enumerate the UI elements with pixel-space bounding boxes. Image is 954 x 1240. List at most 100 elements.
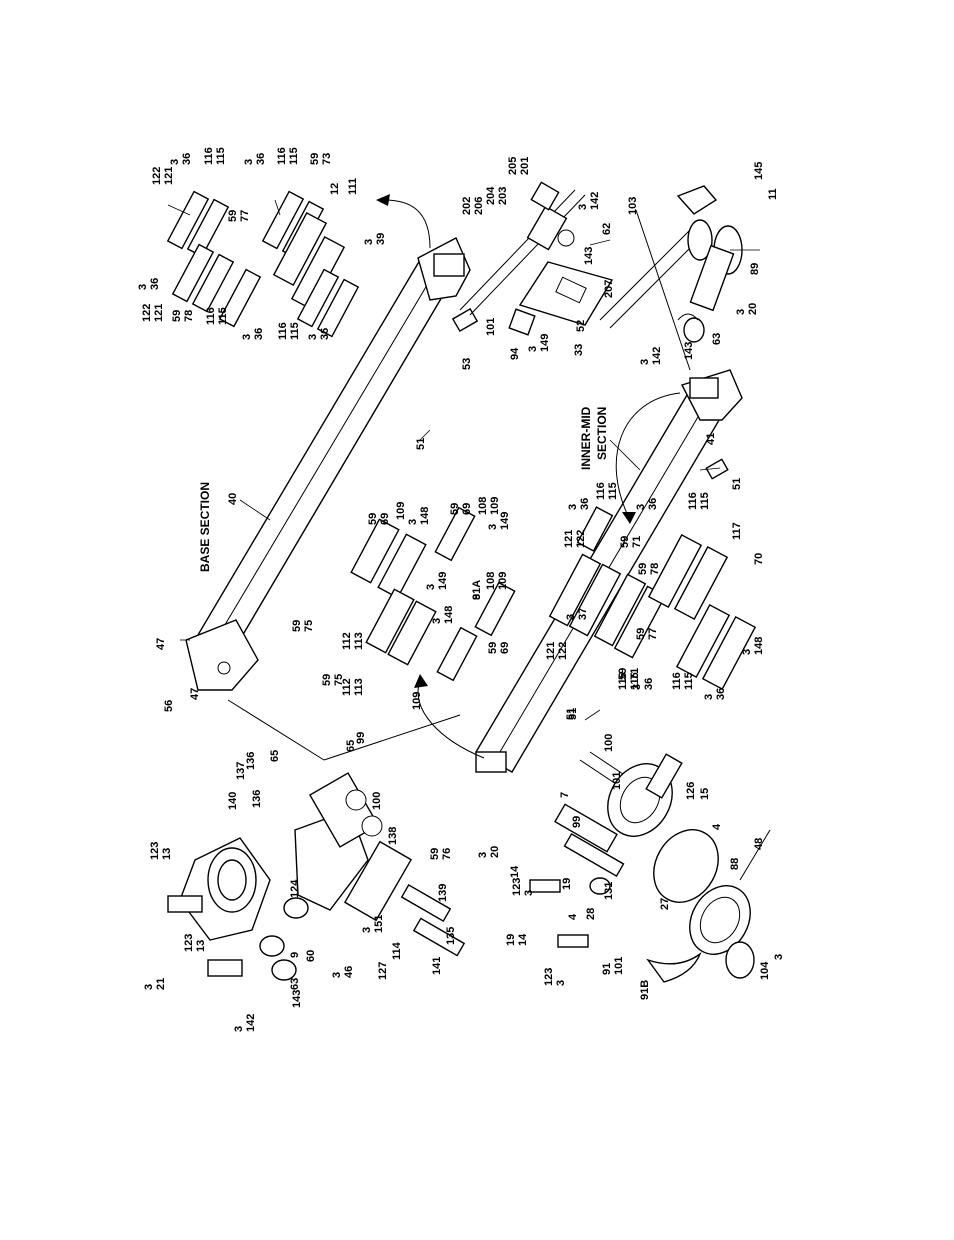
callout-number: 103 [627,197,639,215]
callout-number: 36 [647,498,659,510]
callout-number: 15 [699,788,711,800]
callout-number: 142 [589,192,601,210]
callout-number: 3 [735,309,747,315]
callout-number: 3 [477,852,489,858]
callout-number: 77 [647,628,659,640]
callout-number: 59 [321,674,333,686]
callout-number: 46 [343,966,355,978]
callout-number: 3 [243,159,255,165]
callout-number: 116 [277,322,289,340]
callout-number: 3 [137,284,149,290]
callout-number: 56 [163,700,175,712]
callout-number: 151 [373,915,385,933]
callout-number: 75 [303,620,315,632]
callout-number: 75 [333,674,345,686]
callout-number: 78 [649,563,661,575]
callout-number: 121 [563,530,575,548]
callout-number: 4 [567,913,579,920]
callout-number: 11 [767,188,779,200]
callout-number: 7 [559,792,571,798]
callout-number: 48 [753,838,765,850]
callout-number: 113 [353,678,365,696]
callout-number: 148 [419,507,431,525]
callout-number: 13 [195,940,207,952]
callout-number: 36 [255,153,267,165]
callout-number: 142 [245,1014,257,1032]
base-section-boom [185,237,479,691]
callout-number: 13 [161,848,173,860]
callout-number: 71 [629,668,641,680]
callout-number: 59 [487,642,499,654]
callout-number: 19 [505,934,517,946]
callout-number: 149 [437,572,449,590]
callout-number: 8 [471,594,483,600]
callout-number: 109 [395,502,407,520]
callout-number: 20 [747,303,759,315]
callout-number: 94 [509,347,521,360]
callout-number: 114 [391,941,403,960]
inner-mid-section-label-line1: INNER-MID [579,406,593,470]
callout-number: 21 [155,978,167,990]
callout-number: 202 [461,197,473,215]
callout-number: 3 [741,649,753,655]
callout-number: 3 [361,927,373,933]
callout-number: 101 [485,318,497,336]
callout-number: 145 [753,162,765,180]
inner-mid-section-label-line2: SECTION [595,407,609,460]
callout-number: 124 [289,879,301,898]
callout-number: 115 [629,672,641,690]
callout-number: 3 [567,504,579,510]
callout-number: 51 [565,708,577,720]
lower-left-assembly [167,699,466,981]
callout-number: 112 [341,632,353,650]
callout-number: 111 [347,178,359,195]
callout-number: 36 [149,278,161,290]
callout-number: 69 [499,642,511,654]
wear-pads-upper [166,190,360,338]
callout-number: 69 [379,513,391,525]
callout-number: 113 [353,632,365,650]
callout-number: 3 [639,359,651,365]
callout-number: 109 [411,692,423,710]
callout-number: 101 [611,772,623,790]
callout-number: 47 [189,688,201,700]
callout-number: 115 [699,492,711,510]
callout-number: 3 [635,504,647,510]
sheave-assembly-right [635,185,743,371]
callout-number: 59 [619,536,631,548]
callout-number: 91B [639,980,651,1000]
callout-number: 122 [141,304,153,322]
callout-number: 52 [575,320,587,332]
callout-number: 138 [387,827,399,845]
callout-number: 65 [345,740,357,752]
callout-number: 117 [731,522,743,540]
callout-number: 205 [507,157,519,175]
callout-number: 100 [371,792,383,810]
callout-number: 204 [485,186,497,205]
callout-number: 123 [183,934,195,952]
callout-number: 122 [557,642,569,660]
callout-number: 51 [415,438,427,450]
callout-number: 3 [425,584,437,590]
callout-number: 99 [355,732,367,744]
callout-number: 201 [519,157,531,175]
callout-number: 51 [567,708,579,720]
callout-number: 3 [773,954,785,960]
callout-number: 116 [617,672,629,690]
callout-number: 104 [759,961,771,980]
callout-number: 136 [251,790,263,808]
callout-number: 136 [245,752,257,770]
callout-number: 78 [183,310,195,322]
callout-number: 36 [715,688,727,700]
callout-number: 3 [703,694,715,700]
callout-number: 139 [437,884,449,902]
callout-number: 3 [631,684,643,690]
callout-number: 59 [617,668,629,680]
motion-arrow-head [376,194,390,206]
callout-number: 122 [151,167,163,185]
callout-number: 39 [375,233,387,245]
callout-number: 33 [573,344,585,356]
